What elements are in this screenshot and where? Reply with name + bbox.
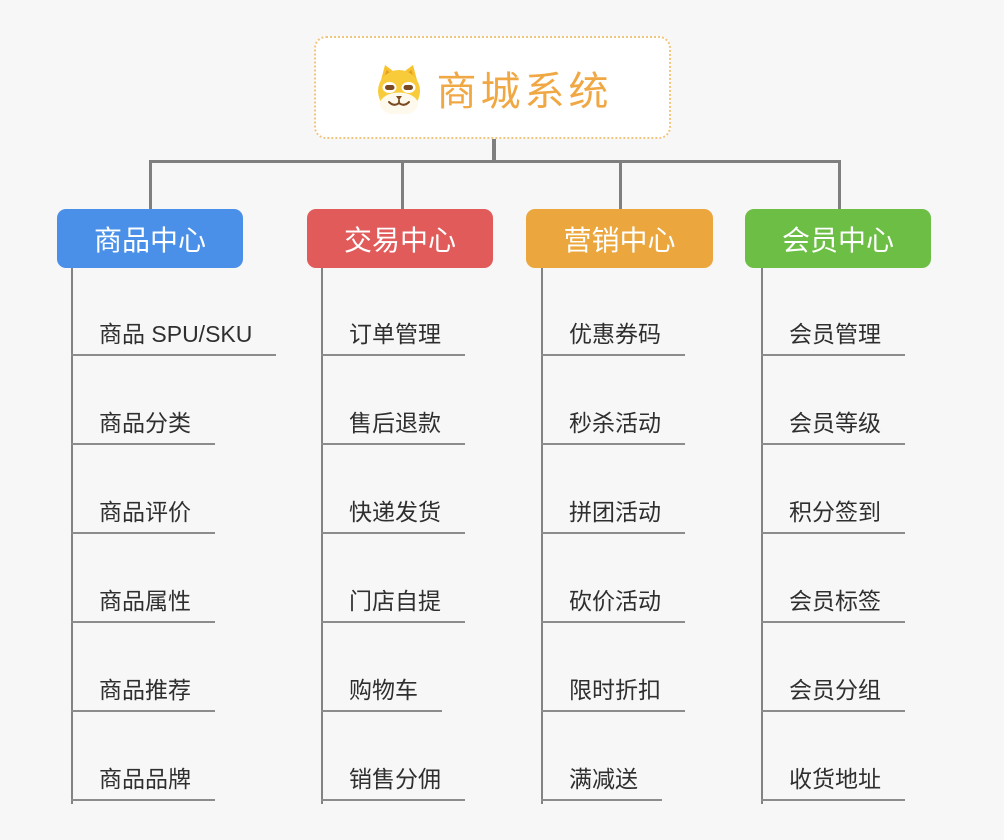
leaf-topic[interactable]: 商品品牌 <box>71 764 215 801</box>
leaf-topic[interactable]: 砍价活动 <box>541 586 685 623</box>
leaf-topic[interactable]: 满减送 <box>541 764 662 801</box>
branch-label: 营销中心 <box>563 224 676 256</box>
connector-root-stub <box>492 139 496 162</box>
leaf-topic[interactable]: 拼团活动 <box>541 497 685 534</box>
branch-spine-2 <box>321 268 323 804</box>
root-topic-label: 商城系统 <box>436 69 613 114</box>
connector-drop-branch-2 <box>401 162 404 210</box>
leaf-topic[interactable]: 快递发货 <box>321 497 465 534</box>
leaf-topic[interactable]: 积分签到 <box>761 497 905 534</box>
branch-spine-3 <box>541 268 543 804</box>
leaf-topic[interactable]: 会员分组 <box>761 675 905 712</box>
leaf-topic[interactable]: 会员等级 <box>761 408 905 445</box>
leaf-topic[interactable]: 商品分类 <box>71 408 215 445</box>
leaf-topic[interactable]: 限时折扣 <box>541 675 685 712</box>
branch-spine-4 <box>761 268 763 804</box>
leaf-topic[interactable]: 收货地址 <box>761 764 905 801</box>
leaf-topic[interactable]: 会员标签 <box>761 586 905 623</box>
leaf-topic[interactable]: 商品属性 <box>71 586 215 623</box>
leaf-topic[interactable]: 门店自提 <box>321 586 465 623</box>
branch-spine-1 <box>71 268 73 804</box>
leaf-topic[interactable]: 销售分佣 <box>321 764 465 801</box>
leaf-topic[interactable]: 售后退款 <box>321 408 465 445</box>
leaf-topic[interactable]: 商品评价 <box>71 497 215 534</box>
connector-drop-branch-1 <box>149 162 152 210</box>
leaf-topic[interactable]: 商品 SPU/SKU <box>71 319 277 356</box>
branch-product-center[interactable]: 商品中心 <box>57 209 243 268</box>
connector-drop-branch-4 <box>838 162 841 210</box>
leaf-topic[interactable]: 会员管理 <box>761 319 905 356</box>
shiba-dog-icon <box>373 62 425 114</box>
branch-label: 会员中心 <box>781 224 894 256</box>
branch-label: 商品中心 <box>93 224 206 256</box>
connector-rail <box>149 160 841 163</box>
branch-marketing-center[interactable]: 营销中心 <box>526 209 713 268</box>
branch-label: 交易中心 <box>343 224 456 256</box>
leaf-topic[interactable]: 购物车 <box>321 675 442 712</box>
branch-trade-center[interactable]: 交易中心 <box>307 209 493 268</box>
connector-drop-branch-3 <box>619 162 622 210</box>
leaf-topic[interactable]: 订单管理 <box>321 319 465 356</box>
leaf-topic[interactable]: 优惠券码 <box>541 319 685 356</box>
leaf-topic[interactable]: 秒杀活动 <box>541 408 685 445</box>
leaf-topic[interactable]: 商品推荐 <box>71 675 215 712</box>
branch-member-center[interactable]: 会员中心 <box>745 209 931 268</box>
root-topic[interactable]: 商城系统 <box>314 36 671 139</box>
